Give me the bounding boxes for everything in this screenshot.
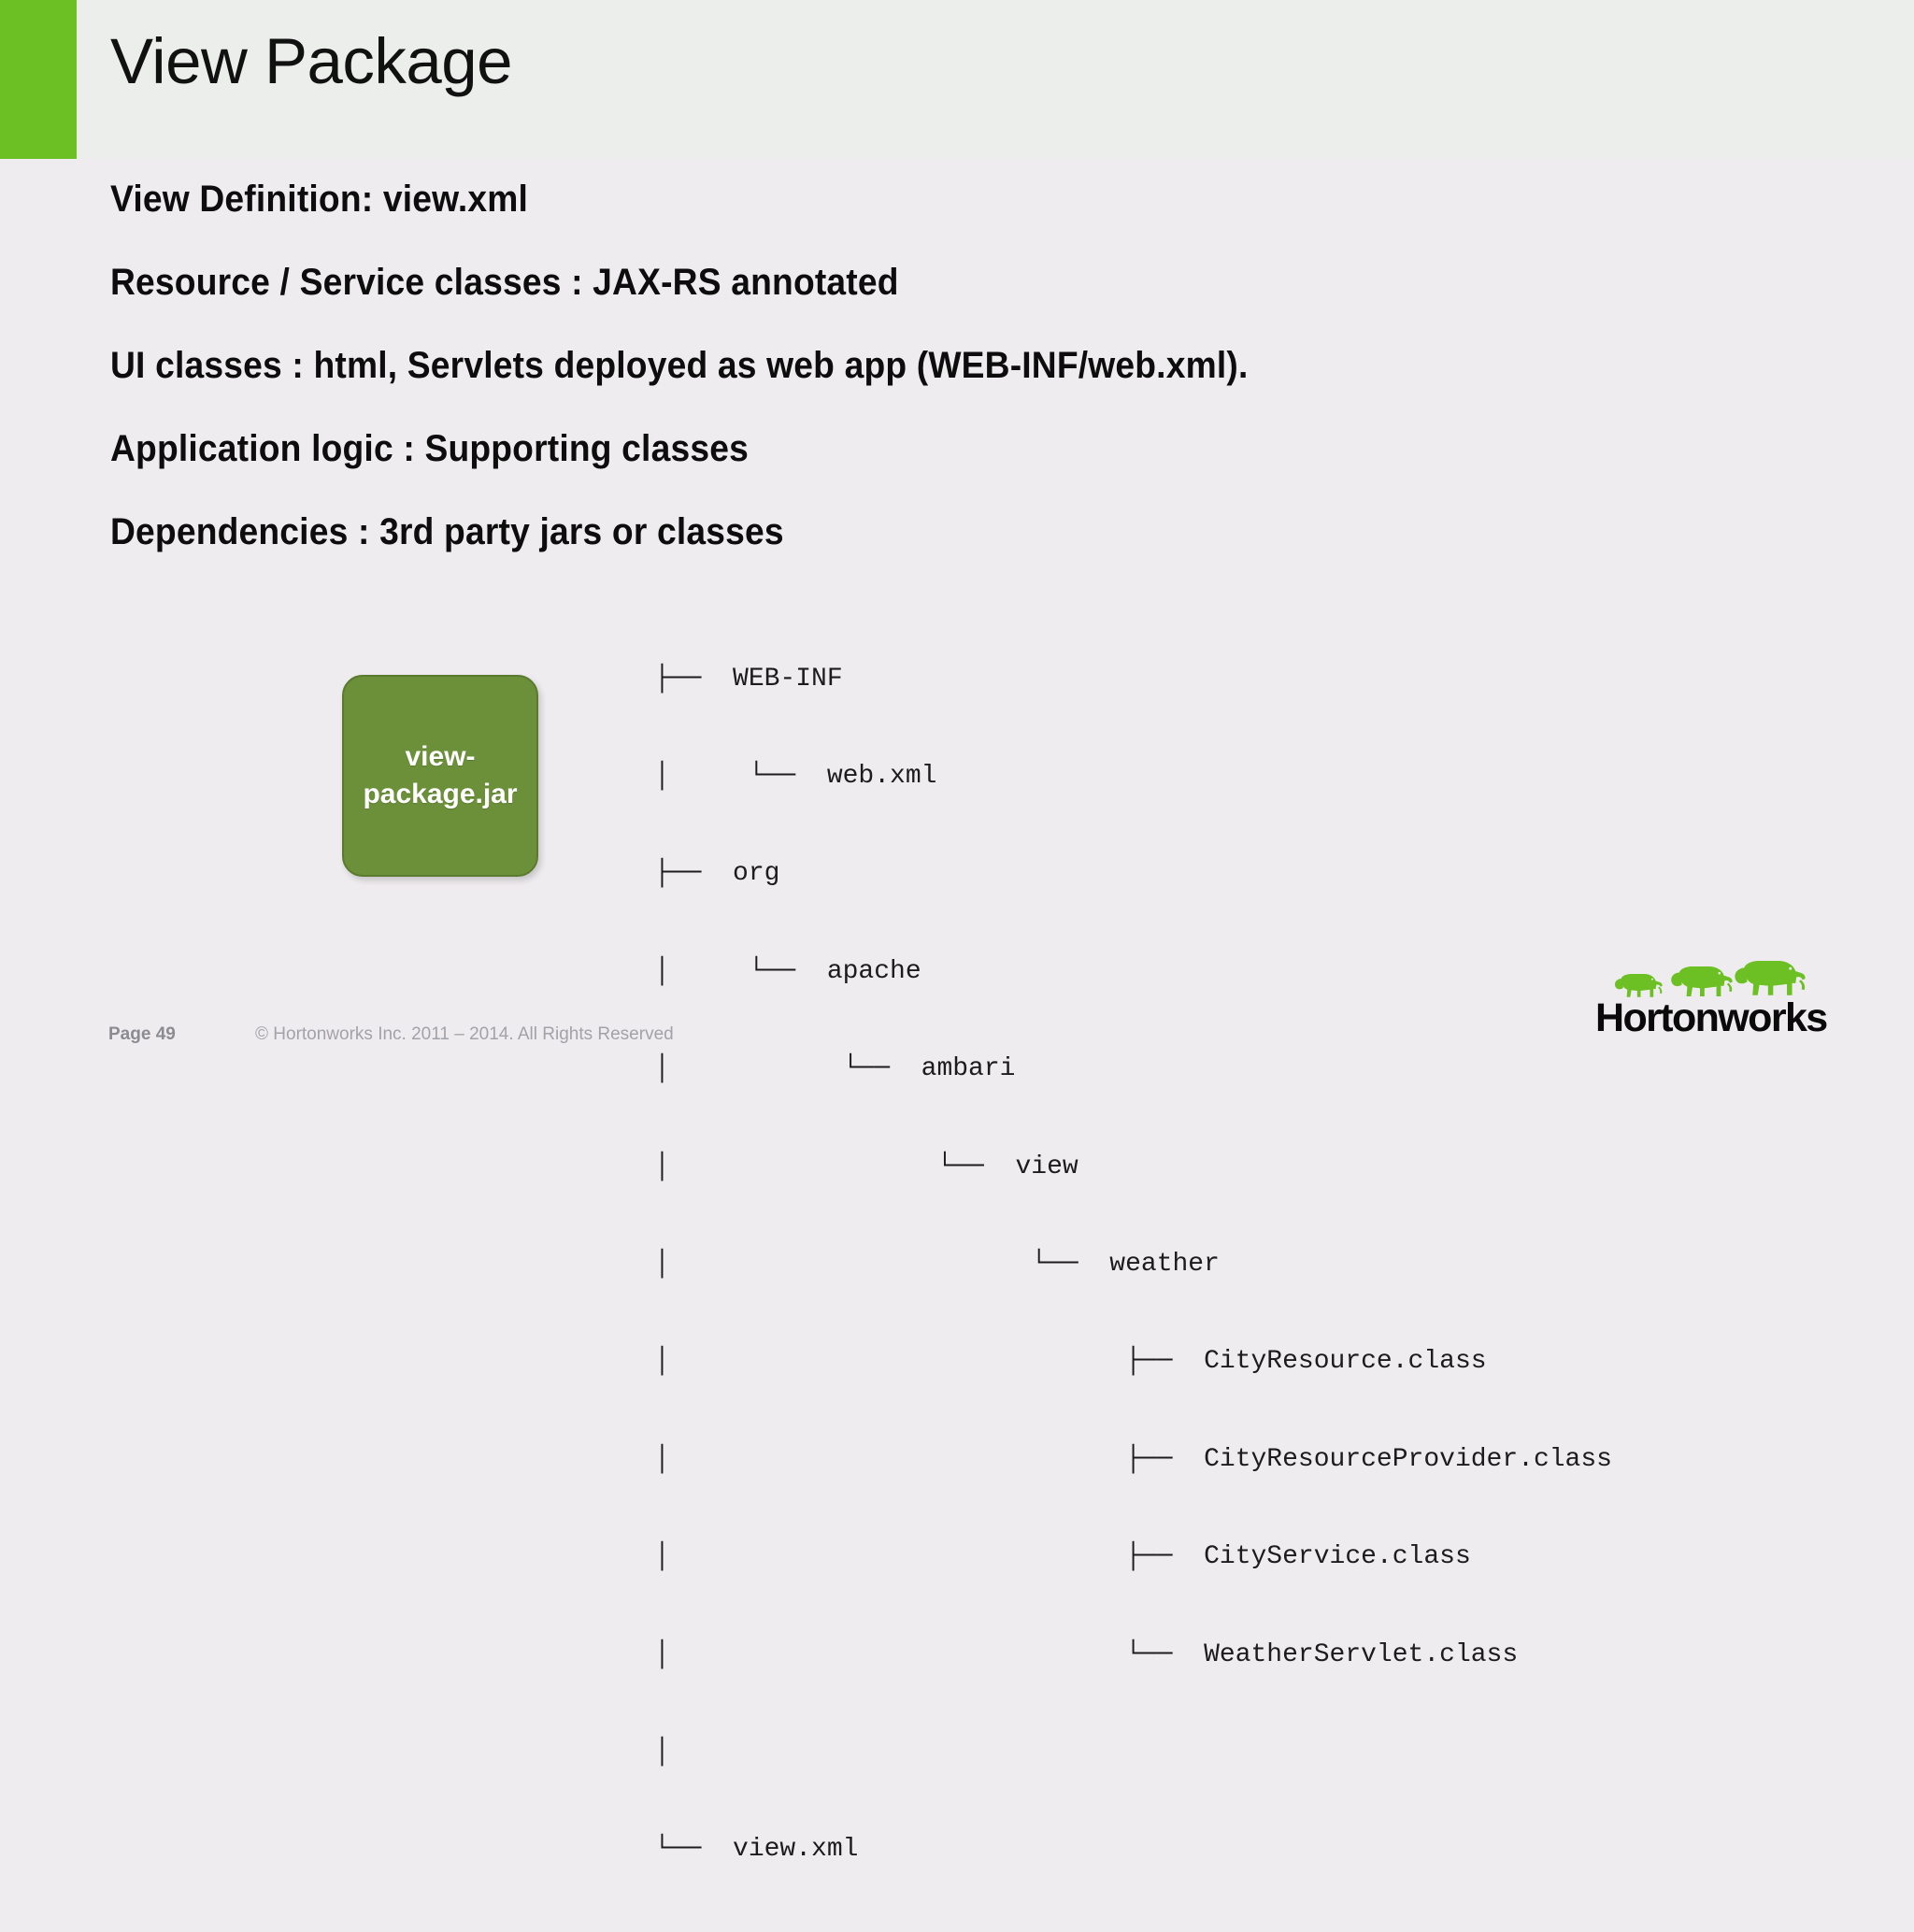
hortonworks-logo: Hortonworks	[1595, 961, 1828, 1041]
jar-box-label-line1: view-	[405, 741, 476, 773]
bullet-item: Resource / Service classes : JAX-RS anno…	[110, 262, 899, 303]
footer-page-number: Page 49	[108, 1024, 176, 1044]
bullet-item: View Definition: view.xml	[110, 179, 529, 220]
logo-wordmark: Hortonworks	[1595, 995, 1828, 1040]
tree-line: │	[654, 1737, 670, 1767]
tree-line: │ ├── CityResource.class	[654, 1347, 1487, 1377]
page-title: View Package	[110, 25, 513, 97]
tree-line: │ └── weather	[654, 1249, 1220, 1279]
tree-line: │ └── apache	[654, 956, 921, 986]
bullet-item: Application logic : Supporting classes	[110, 428, 749, 469]
slide-canvas: View Package View Definition: view.xml R…	[0, 0, 1914, 1865]
tree-line: │ └── ambari	[654, 1054, 1016, 1084]
tree-line: ├── org	[654, 859, 780, 889]
jar-box-label-line2: package.jar	[363, 779, 518, 809]
tree-line: │ └── web.xml	[654, 761, 937, 791]
tree-line: │ ├── CityResourceProvider.class	[654, 1444, 1612, 1474]
tree-line: │ └── view	[654, 1152, 1078, 1181]
directory-tree: ├── WEB-INF │ └── web.xml ├── org │ └── …	[654, 598, 1612, 1932]
title-band	[0, 0, 1914, 159]
bullet-list: View Definition: view.xml Resource / Ser…	[110, 180, 1839, 596]
tree-line: │ └── WeatherServlet.class	[654, 1639, 1519, 1669]
tree-line: ├── WEB-INF	[654, 664, 843, 694]
view-package-jar-box: view- package.jar	[342, 675, 538, 877]
tree-line: │ ├── CityService.class	[654, 1542, 1471, 1572]
tree-line: └── view.xml	[654, 1835, 859, 1865]
footer-copyright: © Hortonworks Inc. 2011 – 2014. All Righ…	[255, 1024, 674, 1044]
accent-block	[0, 0, 77, 159]
elephants-icon	[1614, 961, 1806, 997]
bullet-item: Dependencies : 3rd party jars or classes	[110, 511, 784, 552]
bullet-item: UI classes : html, Servlets deployed as …	[110, 345, 1249, 386]
